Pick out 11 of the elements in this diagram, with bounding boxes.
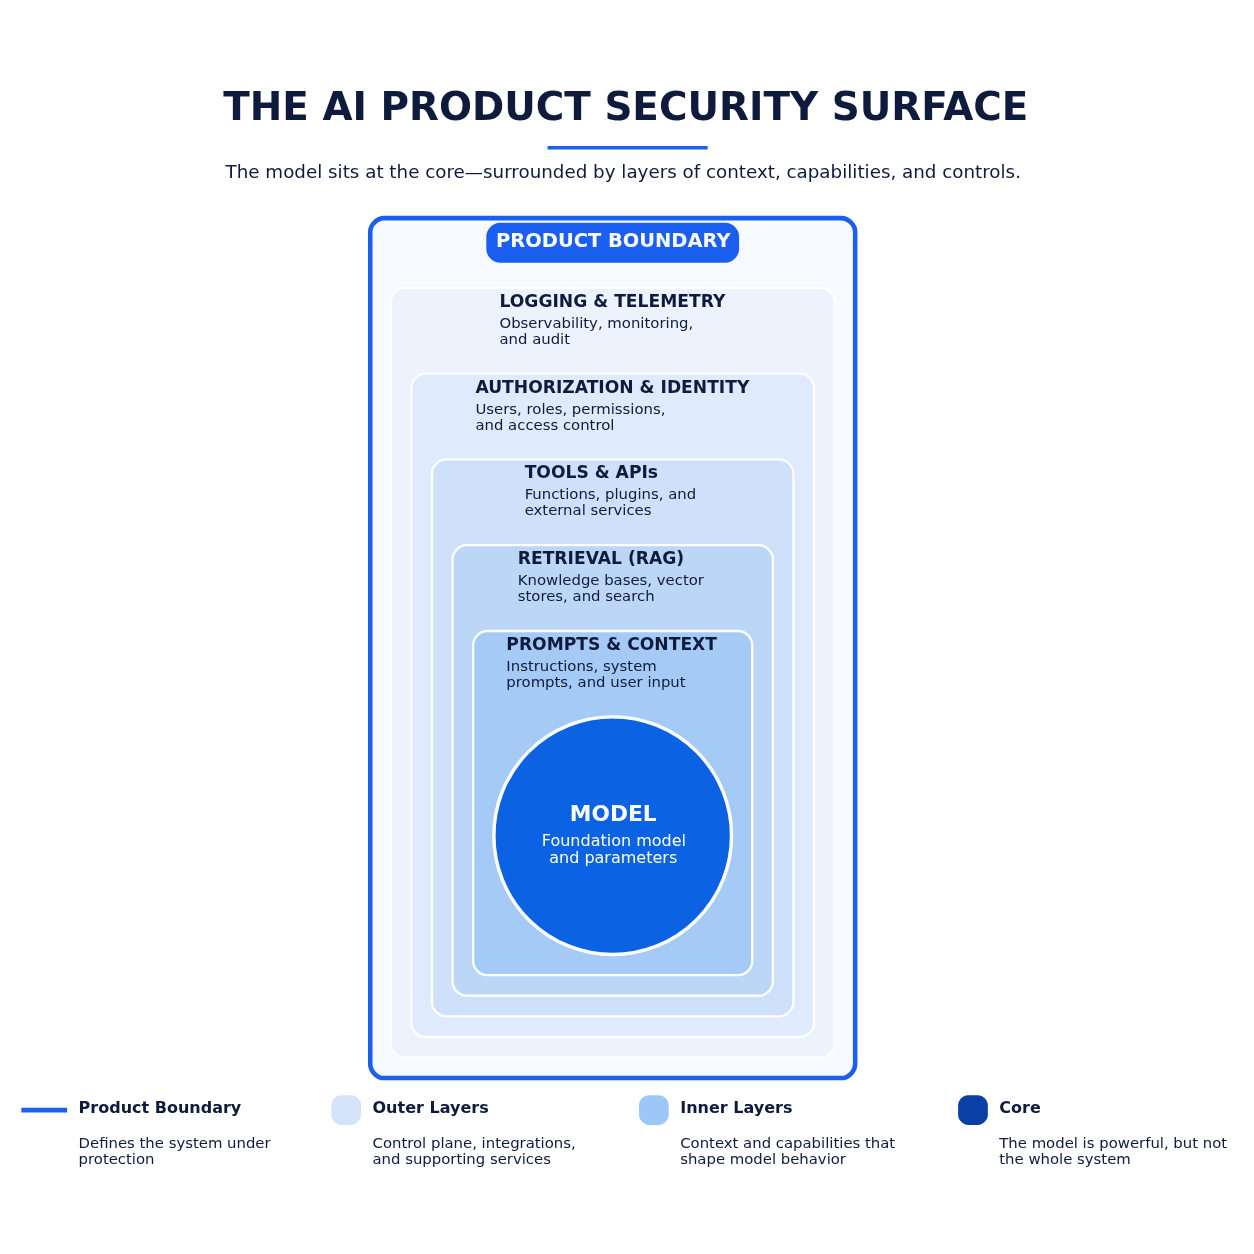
label: Control plane, integrations, and supporting services xyxy=(372,1133,576,1168)
label: Defines the system under protection xyxy=(78,1133,271,1168)
label: Context and capabilities that shape model behavior xyxy=(680,1133,896,1168)
diagram-title: THE AI PRODUCT SECURITY SURFACE xyxy=(223,83,1029,129)
legend-label: Outer Layers xyxy=(372,1097,489,1117)
node-circle: MODEL Foundation model and parameters xyxy=(492,714,734,956)
label: The model is powerful, but not the whole system xyxy=(999,1133,1228,1168)
legend-label: Inner Layers xyxy=(680,1097,793,1117)
legend-label: Core xyxy=(999,1097,1041,1117)
caption: The model sits at the core—surrounded by layers of context, capabilities, and controls. xyxy=(225,160,1021,182)
legend-label: Product Boundary xyxy=(78,1097,242,1117)
